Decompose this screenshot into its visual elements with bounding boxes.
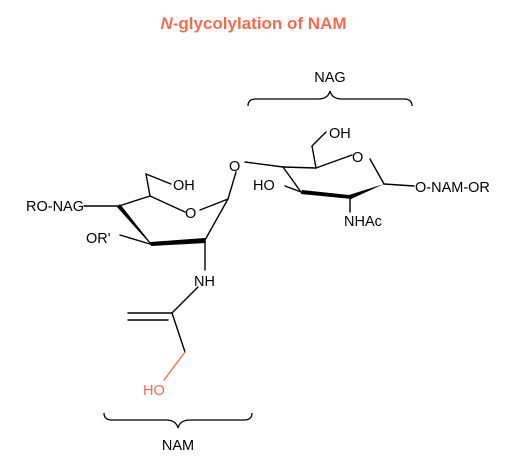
nag-ho-label: HO xyxy=(253,178,275,194)
glycolyl-bond xyxy=(163,351,186,381)
nam-ring-o-label: O xyxy=(185,206,196,222)
nam-label: NAM xyxy=(162,438,194,454)
nag-ring xyxy=(244,131,415,213)
nam-ring xyxy=(83,171,237,353)
nag-ring-o-label: O xyxy=(352,150,363,166)
title-prefix: N xyxy=(160,14,173,33)
glycolyl-ho-label: HO xyxy=(143,383,165,399)
title-rest: -glycolylation of NAM xyxy=(172,14,347,33)
nag-brace xyxy=(247,90,413,107)
nam-or-prime-label: OR' xyxy=(86,231,111,247)
figure-title: N-glycolylation of NAM xyxy=(0,14,507,34)
nam-ro-nag-label: RO-NAG xyxy=(26,199,84,215)
nam-oh-label: OH xyxy=(173,178,195,194)
glycosidic-o-label: O xyxy=(229,159,240,175)
nag-nhac-label: NHAc xyxy=(344,214,382,230)
nag-label: NAG xyxy=(314,70,345,86)
nam-brace xyxy=(103,412,253,429)
nag-oh-label: OH xyxy=(329,126,351,142)
nam-nh-label: NH xyxy=(194,274,215,290)
nag-o-nam-or-label: O-NAM-OR xyxy=(415,180,490,196)
